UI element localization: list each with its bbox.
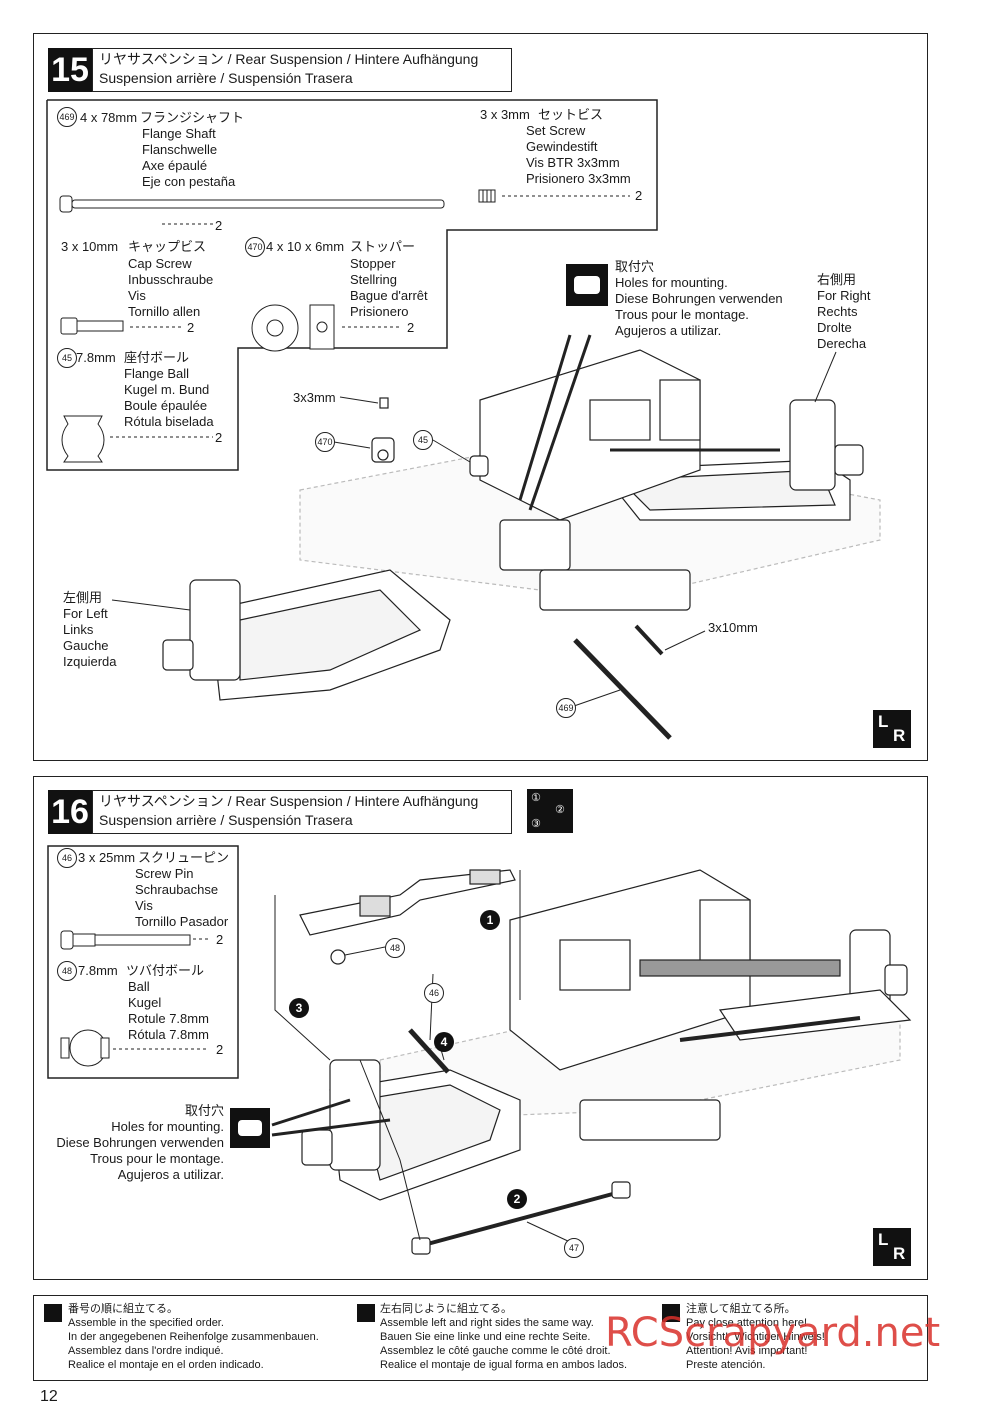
part-46-name-jp: スクリューピン — [138, 850, 230, 865]
ball-icon — [60, 1029, 110, 1067]
part-469-size: 4 x 78mm — [80, 110, 138, 125]
cap-screw-icon — [60, 317, 124, 335]
step-15-parts-box — [46, 99, 658, 471]
setscrew-callout: 3x3mm — [293, 390, 336, 405]
step-16-number: 16 — [48, 790, 92, 834]
lr-legend-icon — [357, 1304, 375, 1322]
part-setscrew-names: Set Screw Gewindestift Vis BTR 3x3mm Pri… — [526, 123, 631, 186]
step-16-title-line1: リヤサスペンション / Rear Suspension / Hintere Au… — [99, 793, 479, 809]
part-setscrew-name-jp: セットビス — [538, 107, 604, 122]
leader-46 — [193, 938, 210, 940]
step-15-title-line2: Suspension arrière / Suspensión Trasera — [99, 70, 353, 86]
part-48-names: Ball Kugel Rotule 7.8mm Rótula 7.8mm — [128, 979, 209, 1042]
part-48-size: 7.8mm — [78, 963, 118, 978]
legend-footer: 番号の順に組立てる。 Assemble in the specified ord… — [33, 1295, 928, 1381]
step-15-title-line1: リヤサスペンション / Rear Suspension / Hintere Au… — [99, 51, 479, 67]
flange-ball-icon — [61, 415, 105, 463]
leader-470 — [342, 326, 402, 328]
capscrew-callout: 3x10mm — [708, 620, 758, 635]
for-right-label: 右側用 For Right Rechts Drolte Derecha — [817, 272, 871, 351]
part-45-name-jp: 座付ボール — [124, 350, 190, 365]
attention-hand-icon-16 — [230, 1108, 270, 1148]
legend-attention-text: 注意して組立てる所。 Pay close attention here! Vor… — [686, 1303, 825, 1371]
part-45-qty: 2 — [215, 430, 223, 445]
part-470-qty: 2 — [407, 320, 415, 335]
order-step-2: 2 — [507, 1189, 527, 1209]
callout-45: 45 — [413, 430, 433, 450]
part-capscrew-size: 3 x 10mm — [61, 239, 119, 254]
part-470-names: Stopper Stellring Bague d'arrêt Prisione… — [350, 256, 428, 319]
order-step-1: 1 — [480, 910, 500, 930]
part-setscrew-qty: 2 — [635, 188, 643, 203]
left-right-badge-15: L R — [873, 710, 911, 748]
part-469-qty: 2 — [215, 218, 223, 233]
step-16-title-line2: Suspension arrière / Suspensión Trasera — [99, 812, 353, 828]
callout-470: 470 — [315, 432, 335, 452]
callout-48: 48 — [385, 938, 405, 958]
order-step-3: 3 — [289, 998, 309, 1018]
attention-legend-icon — [662, 1304, 680, 1322]
leader-45 — [110, 436, 213, 438]
part-46-number: 46 — [57, 848, 77, 868]
screw-pin-icon — [60, 930, 191, 950]
part-46-size: 3 x 25mm — [78, 850, 136, 865]
part-469-number: 469 — [57, 107, 77, 127]
step-15-number: 15 — [48, 48, 92, 92]
left-right-badge-16: L R — [873, 1228, 911, 1266]
step-16-title: リヤサスペンション / Rear Suspension / Hintere Au… — [92, 790, 512, 834]
watermark: RCScrapyard.net — [605, 1310, 941, 1356]
part-48-number: 48 — [57, 961, 77, 981]
part-capscrew-name-jp: キャップビス — [128, 239, 207, 254]
part-45-number: 45 — [57, 348, 77, 368]
part-469-name-jp: フランジシャフト — [140, 110, 245, 125]
part-46-names: Screw Pin Schraubachse Vis Tornillo Pasa… — [135, 866, 229, 929]
attention-hand-icon — [566, 264, 608, 306]
callout-46: 46 — [424, 983, 444, 1003]
stopper-icon — [251, 304, 335, 352]
part-capscrew-names: Cap Screw Inbusschraube Vis Tornillo all… — [128, 256, 214, 319]
part-470-size: 4 x 10 x 6mm — [266, 239, 345, 254]
assembly-order-icon: ① ② ③ — [527, 789, 573, 833]
rear-suspension-drawing-15 — [111, 334, 881, 740]
part-45-names: Flange Ball Kugel m. Bund Boule épaulée … — [124, 366, 214, 429]
part-45-size: 7.8mm — [76, 350, 116, 365]
holes-for-mounting-15: 取付穴 Holes for mounting. Diese Bohrungen … — [615, 259, 783, 338]
callout-47: 47 — [564, 1238, 584, 1258]
part-469-names: Flange Shaft Flanschwelle Axe épaulé Eje… — [142, 126, 236, 189]
step-15-title: リヤサスペンション / Rear Suspension / Hintere Au… — [92, 48, 512, 92]
part-46-qty: 2 — [216, 932, 224, 947]
part-470-name-jp: ストッパー — [350, 239, 416, 254]
leader-capscrew — [130, 326, 183, 328]
part-48-qty: 2 — [216, 1042, 224, 1057]
leader-48 — [113, 1048, 207, 1050]
holes-for-mounting-16: 取付穴 Holes for mounting. Diese Bohrungen … — [56, 1103, 224, 1182]
part-capscrew-qty: 2 — [187, 320, 195, 335]
set-screw-icon — [478, 189, 496, 203]
order-legend-icon — [44, 1304, 62, 1322]
order-step-4: 4 — [434, 1032, 454, 1052]
part-setscrew-size: 3 x 3mm — [480, 107, 530, 122]
part-48-name-jp: ツバ付ボール — [126, 963, 205, 978]
rear-suspension-drawing-16 — [271, 869, 912, 1255]
for-left-label: 左側用 For Left Links Gauche Izquierda — [63, 590, 117, 669]
leader-469 — [162, 223, 215, 225]
callout-469: 469 — [556, 698, 576, 718]
flange-shaft-icon — [59, 195, 445, 213]
part-470-number: 470 — [245, 237, 265, 257]
page-number: 12 — [40, 1388, 58, 1405]
legend-order-text: 番号の順に組立てる。 Assemble in the specified ord… — [68, 1303, 319, 1371]
legend-sides-text: 左右同じように組立てる。 Assemble left and right sid… — [380, 1303, 628, 1371]
